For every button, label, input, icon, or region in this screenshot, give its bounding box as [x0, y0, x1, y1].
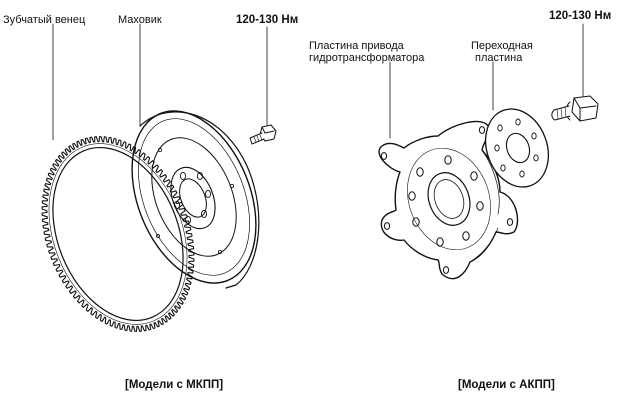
lug-hole — [506, 218, 514, 226]
drive-plate-lug-holes — [380, 126, 514, 274]
bolt-hole — [519, 170, 525, 178]
lug-hole — [380, 152, 388, 160]
bolt-hole — [416, 167, 424, 177]
leader-lines — [52, 23, 584, 141]
drive-plate-edge — [469, 149, 500, 263]
bolt-shank — [249, 132, 265, 145]
adapter-plate — [485, 108, 549, 188]
torque-right-label: 120-130 Нм — [549, 10, 612, 22]
ring-gear-root-line — [48, 143, 188, 325]
ring-gear-label: Зубчатый венец — [3, 14, 86, 26]
rivet — [229, 183, 234, 188]
bolt-hole — [200, 209, 208, 219]
lug-hole — [383, 222, 391, 230]
adapter-label-line1: Переходная — [471, 40, 533, 52]
bolt-hole — [533, 154, 539, 162]
bolt-hole — [179, 171, 187, 181]
bolt-thread — [253, 134, 263, 143]
bolt-hole — [494, 144, 500, 152]
drive-plate-center-bore-inner — [433, 179, 465, 219]
flywheel-hub-outer — [170, 166, 216, 230]
bolt-hole — [444, 155, 452, 165]
flywheel-outer-face — [131, 110, 257, 284]
flywheel-friction-ring — [151, 137, 237, 257]
manual-models-caption: [Модели с МКПП] — [125, 379, 224, 391]
drive-plate-bolt-holes — [408, 155, 484, 247]
bolt-hole — [184, 215, 192, 225]
rivet — [157, 147, 162, 152]
ring-gear-teeth — [41, 136, 195, 332]
flywheel-rim-side — [139, 111, 260, 289]
bolt-hole — [462, 231, 470, 241]
bolt-head-face — [573, 97, 597, 122]
flywheel-rivets — [155, 147, 234, 254]
bolt-hole — [196, 171, 204, 181]
flywheel-bolt — [249, 124, 277, 145]
ring-gear-inner-edge — [52, 146, 184, 322]
bolt-hole — [531, 132, 537, 140]
flywheel-bolt-holes — [173, 171, 212, 225]
lug-hole — [442, 266, 450, 274]
flywheel-rim-inner — [138, 118, 250, 276]
lug-hole — [478, 126, 486, 134]
bolt-hole — [173, 200, 181, 210]
drive-plate-label-line1: Пластина привода — [309, 40, 404, 52]
rivet — [155, 233, 160, 238]
bolt-hole — [476, 201, 484, 211]
adapter-plate-holes — [494, 118, 539, 178]
bolt-hole — [470, 171, 478, 181]
automatic-models-caption: [Модели с АКПП] — [458, 379, 555, 391]
adapter-plate-outer — [485, 108, 549, 188]
drive-plate-mid-ring — [407, 147, 491, 251]
drive-plate-label-line2: гидротрансформатора — [309, 52, 425, 64]
torque-left-label: 120-130 Нм — [236, 14, 299, 26]
bolt-hole — [204, 189, 212, 199]
bolt-head — [571, 95, 599, 122]
flywheel-label: Маховик — [118, 14, 162, 26]
bolt-hole — [408, 191, 416, 201]
bolt-head-face — [261, 126, 275, 134]
bolt-hole — [500, 164, 506, 172]
bolt-hole — [436, 237, 444, 247]
drive-plate-bolt — [551, 95, 599, 122]
bolt-hole — [412, 217, 420, 227]
bolt-hole — [515, 118, 521, 126]
flywheel-hub-inner — [179, 178, 207, 218]
ring-gear — [41, 136, 195, 332]
flywheel — [131, 110, 260, 289]
adapter-label-line2: пластина — [475, 52, 523, 64]
adapter-plate-bore — [505, 132, 531, 164]
bolt-thread — [556, 106, 567, 120]
bolt-hole — [497, 124, 503, 132]
rivet — [217, 249, 222, 254]
drive-plate-center-bore-outer — [427, 172, 471, 226]
